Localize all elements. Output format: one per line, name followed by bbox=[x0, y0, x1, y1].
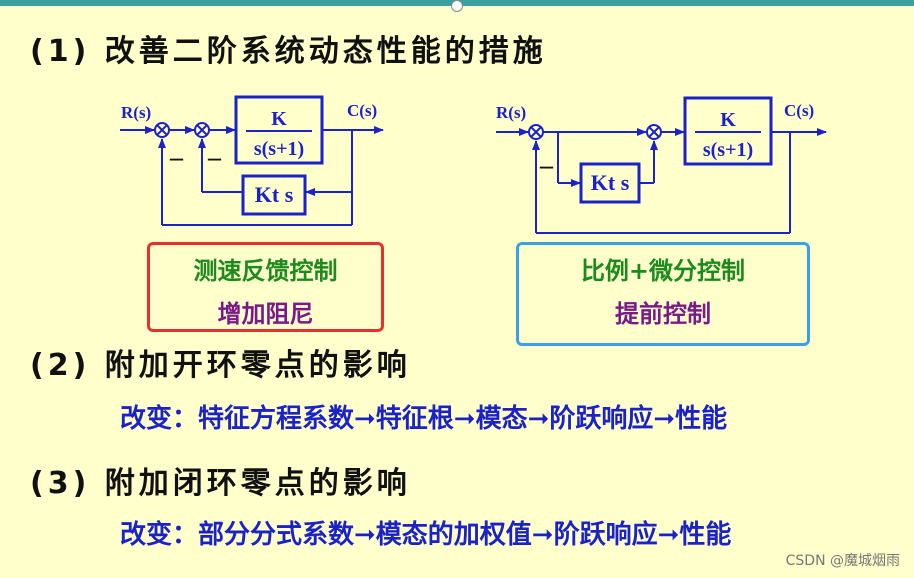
closed-loop-effect-text: 改变：部分分式系数➞模态的加权值➞阶跃响应➞性能 bbox=[120, 520, 732, 550]
left-output-label: C(s) bbox=[347, 101, 377, 120]
card-left-title: 测速反馈控制 bbox=[193, 257, 338, 285]
card-tacho-feedback: 测速反馈控制 增加阻尼 bbox=[147, 242, 384, 332]
right-derivative-gain: Kt s bbox=[591, 170, 630, 195]
right-output-label: C(s) bbox=[784, 101, 814, 120]
slide-handle-dot bbox=[451, 0, 463, 12]
left-minus-sign-2: – bbox=[207, 143, 222, 172]
card-left-sub: 增加阻尼 bbox=[217, 300, 314, 328]
card-right-title: 比例+微分控制 bbox=[580, 257, 746, 285]
card-right-sub: 提前控制 bbox=[615, 300, 711, 328]
right-plant-numerator: K bbox=[720, 109, 736, 131]
heading-closed-loop-zero: (3) 附加闭环零点的影响 bbox=[30, 466, 411, 501]
right-input-label: R(s) bbox=[496, 103, 526, 122]
right-plant-denominator: s(s+1) bbox=[703, 139, 753, 161]
right-minus-sign: – bbox=[539, 151, 554, 180]
left-input-label: R(s) bbox=[121, 103, 151, 122]
heading-measures: (1) 改善二阶系统动态性能的措施 bbox=[30, 34, 547, 69]
heading-open-loop-zero: (2) 附加开环零点的影响 bbox=[30, 348, 411, 383]
diagram-right bbox=[496, 96, 827, 234]
diagram-left bbox=[120, 95, 384, 226]
left-feedback-gain: Kt s bbox=[255, 182, 294, 207]
watermark: CSDN @魔城烟雨 bbox=[785, 553, 900, 569]
left-plant-denominator: s(s+1) bbox=[254, 138, 304, 160]
open-loop-effect-text: 改变：特征方程系数➞特征根➞模态➞阶跃响应➞性能 bbox=[120, 404, 728, 434]
left-minus-sign-1: – bbox=[169, 143, 184, 172]
card-pd-control: 比例+微分控制 提前控制 bbox=[516, 242, 810, 346]
left-plant-numerator: K bbox=[271, 108, 287, 130]
